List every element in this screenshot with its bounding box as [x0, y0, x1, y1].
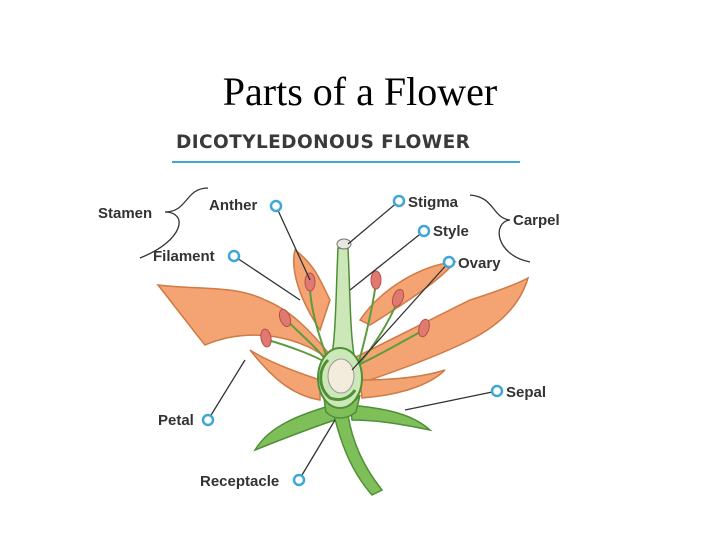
- style-marker-icon: [417, 224, 431, 238]
- carpel-bracket: [469, 194, 531, 263]
- sepal-marker-icon: [490, 384, 504, 398]
- label-stamen: Stamen: [98, 205, 152, 222]
- petal-right: [349, 276, 530, 386]
- label-style: Style: [433, 223, 469, 240]
- title-underline: [172, 161, 520, 163]
- anther-marker-icon: [269, 199, 283, 213]
- style: [331, 247, 355, 356]
- label-filament: Filament: [153, 248, 215, 265]
- sepal-right: [349, 404, 433, 432]
- label-receptacle: Receptacle: [200, 473, 279, 490]
- ovary-wall: [319, 358, 357, 402]
- label-carpel: Carpel: [513, 212, 560, 229]
- petal-left: [156, 284, 331, 362]
- stigma-shape: [336, 238, 352, 250]
- ovule: [327, 358, 355, 394]
- leader-lines: [139, 187, 531, 481]
- receptacle-marker-icon: [292, 473, 306, 487]
- label-petal: Petal: [158, 412, 194, 429]
- stem-and-sepals: [253, 384, 433, 496]
- slide-title: Parts of a Flower: [222, 69, 498, 114]
- petal-lower-left: [249, 349, 321, 401]
- anther-3: [260, 328, 272, 348]
- petals: [156, 248, 530, 401]
- anther-2: [278, 308, 292, 328]
- pistil: [317, 238, 363, 409]
- label-markers: [201, 194, 504, 487]
- stigma-marker-icon: [392, 194, 406, 208]
- anther-4: [370, 270, 382, 290]
- label-sepal: Sepal: [506, 384, 546, 401]
- sepal-left: [253, 404, 336, 452]
- label-ovary: Ovary: [458, 255, 501, 272]
- label-anther: Anther: [209, 197, 257, 214]
- label-stigma: Stigma: [408, 194, 459, 211]
- anther-1: [304, 272, 316, 292]
- filament-marker-icon: [227, 249, 241, 263]
- stem: [333, 414, 384, 496]
- anther-5: [391, 288, 405, 308]
- petal-marker-icon: [201, 413, 215, 427]
- diagram-title: DICOTYLEDONOUS FLOWER: [176, 132, 471, 153]
- petal-right-lower: [359, 369, 446, 399]
- ovary-marker-icon: [442, 255, 456, 269]
- anthers: [260, 270, 430, 348]
- anther-6: [418, 318, 430, 338]
- stamen-bracket: [139, 187, 209, 259]
